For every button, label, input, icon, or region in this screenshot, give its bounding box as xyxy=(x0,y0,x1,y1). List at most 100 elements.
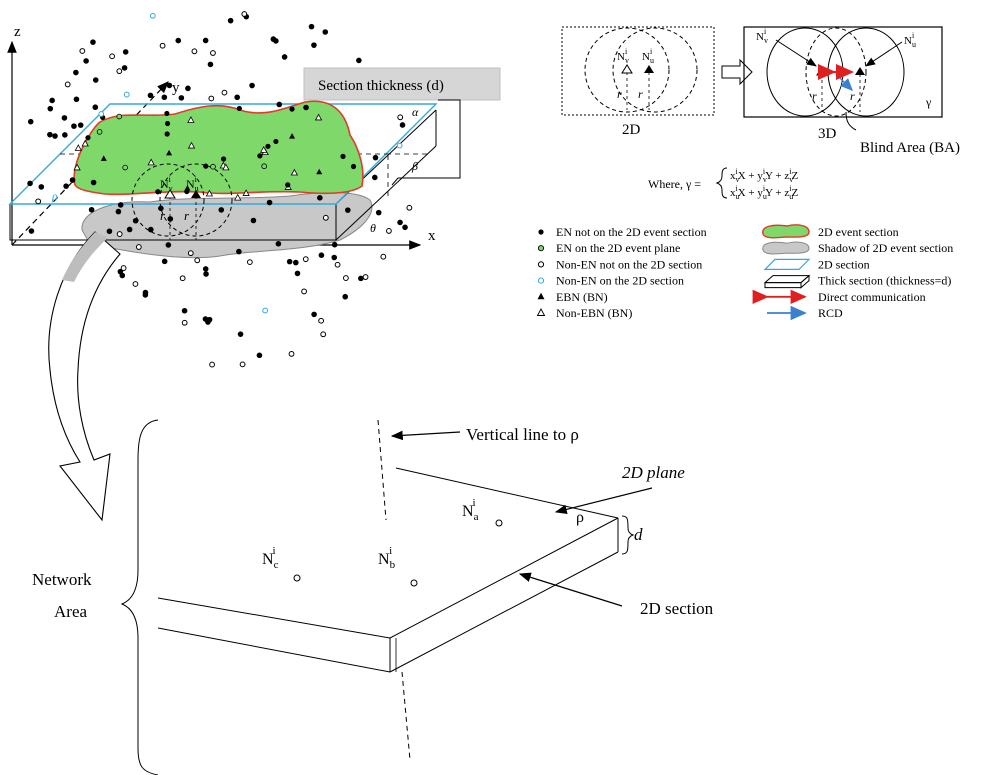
network-node xyxy=(202,316,209,322)
network-node xyxy=(334,261,341,268)
network-node xyxy=(161,258,168,265)
radius-label-u: r xyxy=(184,208,190,223)
network-node xyxy=(106,228,113,235)
network-node xyxy=(320,331,327,338)
alpha-label: α xyxy=(412,105,419,119)
network-node xyxy=(64,81,71,88)
network-node xyxy=(165,242,172,248)
network-node xyxy=(358,275,364,282)
radius-label-v: r xyxy=(160,208,166,223)
network-node xyxy=(261,163,267,170)
3d-node-u: Nui xyxy=(904,31,916,49)
network-node xyxy=(316,168,323,175)
network-node xyxy=(210,50,216,56)
network-node xyxy=(92,77,99,83)
network-node xyxy=(286,258,293,265)
network-3d-diagram: z x y Nvi Nui r r xyxy=(7,24,501,259)
network-node xyxy=(236,105,242,112)
network-node xyxy=(372,154,379,161)
network-node xyxy=(71,123,77,129)
node-a-label: Nai xyxy=(462,497,479,523)
network-node xyxy=(116,113,123,120)
legend-symbol-filled-triangle xyxy=(537,292,545,300)
network-node xyxy=(98,111,105,117)
rcd-arrow xyxy=(839,77,853,91)
network-node xyxy=(28,228,35,234)
network-node xyxy=(85,135,91,141)
network-node xyxy=(345,207,351,213)
node-b-label: Nbi xyxy=(378,545,396,571)
network-node xyxy=(234,193,242,201)
network-node xyxy=(303,104,309,111)
network-node xyxy=(218,207,225,213)
network-node xyxy=(116,68,123,75)
2d-event-section xyxy=(73,100,364,196)
network-node xyxy=(109,53,115,60)
network-node xyxy=(175,37,182,44)
legend-symbol-hollow-ring xyxy=(537,261,545,268)
2d-node-u: Nui xyxy=(642,47,654,65)
network-node xyxy=(249,82,255,89)
network-node xyxy=(308,23,315,30)
network-node xyxy=(90,179,97,186)
network-node xyxy=(166,149,173,156)
network-node xyxy=(100,155,107,161)
network-node xyxy=(122,164,128,171)
network-node xyxy=(289,106,295,112)
svg-text:xviX + yviY + zviZ: xviX + yviY + zviZ xyxy=(730,167,798,184)
beta-label: β xyxy=(411,159,418,173)
network-node xyxy=(399,122,406,128)
network-node xyxy=(397,114,404,121)
legend-symbol-blue-parallelogram xyxy=(763,258,811,270)
network-node xyxy=(318,317,325,324)
network-node xyxy=(147,158,155,166)
network-node xyxy=(164,110,170,117)
network-node xyxy=(289,133,296,139)
network-node xyxy=(27,118,34,125)
section-thickness-label: Section thickness (d) xyxy=(318,78,444,94)
network-node xyxy=(273,38,279,44)
network-node xyxy=(242,189,250,196)
3d-node-v: Nvi xyxy=(756,27,768,45)
network-node xyxy=(181,307,188,314)
network-node xyxy=(293,259,299,266)
shadow-of-event-section xyxy=(81,192,373,259)
network-node xyxy=(257,153,263,159)
legend-symbol-filled-dot xyxy=(538,229,544,235)
network-node xyxy=(147,92,154,99)
blind-area-illustration: Nvi Nui r r 2D Nvi Nui r r γ 3D Blind Ar… xyxy=(561,26,960,201)
network-node xyxy=(221,156,227,162)
network-node xyxy=(181,319,188,326)
gamma-label: γ xyxy=(925,95,932,109)
network-node xyxy=(322,214,329,221)
network-node xyxy=(222,163,230,171)
network-node xyxy=(273,138,279,145)
network-node xyxy=(187,250,194,257)
network-node xyxy=(38,184,45,190)
legend-symbol-blue-ring xyxy=(537,277,545,284)
range-circle-u xyxy=(159,163,233,237)
network-node xyxy=(123,91,130,98)
node-u-triangle xyxy=(191,190,201,198)
network-node xyxy=(331,254,338,261)
3d-box xyxy=(743,26,943,118)
blind-area-label: Blind Area (BA) xyxy=(860,140,960,156)
network-node xyxy=(402,224,408,231)
network-node xyxy=(149,12,156,19)
svg-text:r: r xyxy=(638,87,643,101)
node-a xyxy=(495,519,503,527)
network-node xyxy=(386,228,392,234)
rho-label: ρ xyxy=(51,189,58,203)
legend-symbol-thick-box xyxy=(763,274,811,289)
legend-label: Thick section (thickness=d) xyxy=(818,274,951,288)
network-node xyxy=(210,163,216,170)
network-node xyxy=(294,270,301,277)
network-node xyxy=(342,293,349,300)
network-node xyxy=(81,139,89,147)
x-axis-label: x xyxy=(428,228,436,244)
svg-text:r: r xyxy=(812,89,817,103)
network-node xyxy=(135,244,142,250)
network-node xyxy=(246,259,253,266)
formula-prefix: Where, γ = xyxy=(648,177,701,191)
